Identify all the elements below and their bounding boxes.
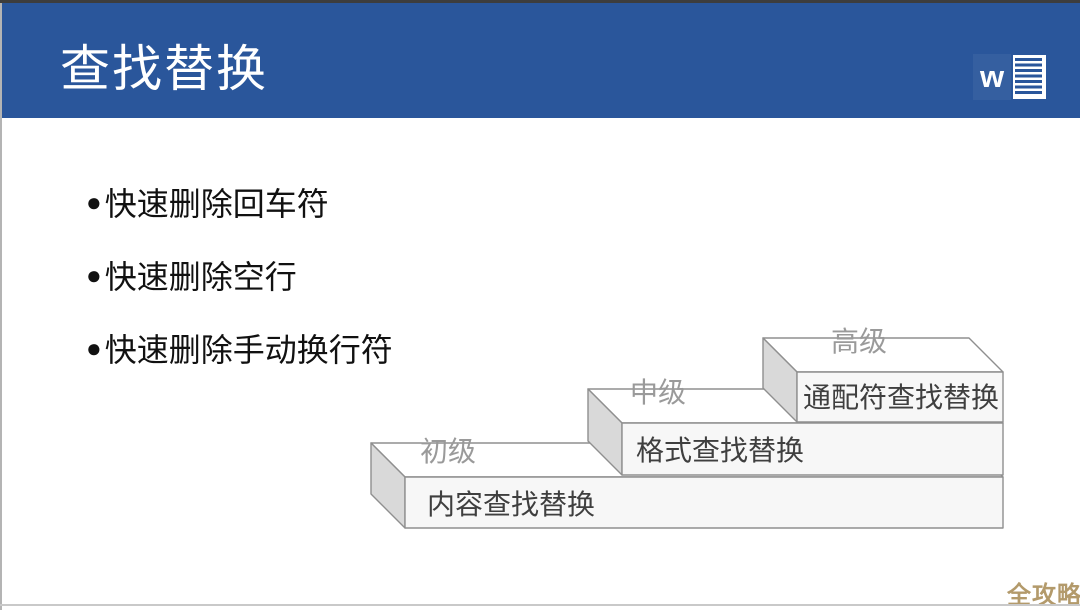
list-item: ● 快速删除空行	[86, 252, 393, 298]
step-level-label: 中级	[630, 377, 686, 408]
top-edge-bar	[0, 0, 1080, 3]
bullet-text: 快速删除空行	[104, 259, 297, 295]
bullet-icon: ●	[86, 333, 102, 363]
bullet-icon: ●	[86, 260, 102, 290]
list-item: ● 快速删除手动换行符	[86, 325, 393, 371]
step-front-label: 格式查找替换	[636, 435, 804, 466]
document-lines-icon	[1015, 58, 1042, 96]
step-front-label: 内容查找替换	[427, 489, 595, 520]
step-front-face	[796, 371, 1004, 423]
title-banner: 查找替换	[2, 3, 1080, 118]
bullet-icon: ●	[86, 187, 102, 217]
list-item: ● 快速删除回车符	[86, 179, 393, 225]
bullet-list: ● 快速删除回车符 ● 快速删除空行 ● 快速删除手动换行符	[86, 179, 393, 371]
word-logo-icon: w	[973, 54, 1046, 100]
step-front-face	[621, 422, 1004, 476]
left-edge-line	[0, 0, 2, 610]
step-advanced	[762, 337, 1004, 423]
step-front-label: 通配符查找替换	[803, 382, 999, 413]
step-level-label: 初级	[420, 436, 476, 467]
step-front-face	[404, 476, 1004, 529]
word-letter-icon: w	[973, 54, 1011, 100]
bullet-text: 快速删除回车符	[104, 186, 329, 222]
bullet-text: 快速删除手动换行符	[104, 332, 393, 368]
page-title: 查找替换	[60, 41, 268, 97]
bottom-edge-line	[0, 604, 1080, 606]
document-page-icon	[1013, 55, 1046, 99]
step-level-label: 高级	[831, 326, 887, 357]
